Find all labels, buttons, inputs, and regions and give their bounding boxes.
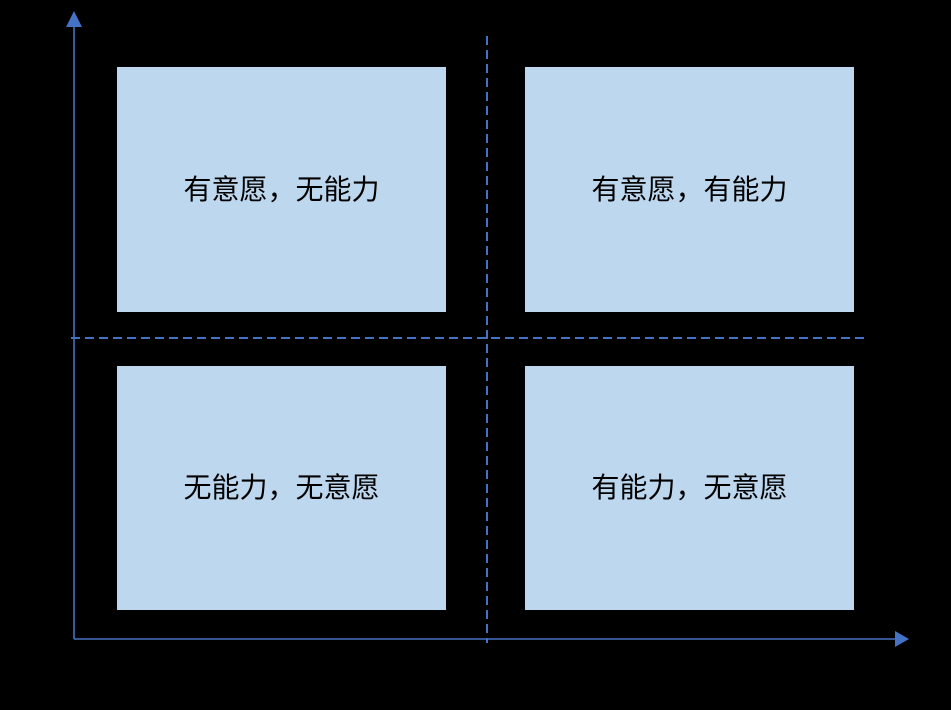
quadrant-box-top-left: 有意愿，无能力	[117, 67, 446, 312]
quadrant-box-bottom-left: 无能力，无意愿	[117, 366, 446, 610]
quadrant-label-bottom-left: 无能力，无意愿	[183, 472, 380, 503]
quadrant-box-bottom-right: 有能力，无意愿	[525, 366, 854, 610]
quadrant-label-top-right: 有意愿，有能力	[591, 173, 788, 205]
quadrant-label-top-left: 有意愿，无能力	[183, 173, 380, 205]
quadrant-box-top-right: 有意愿，有能力	[525, 67, 854, 312]
quadrant-label-bottom-right: 有能力，无意愿	[591, 472, 788, 503]
x-axis-arrowhead-icon	[895, 631, 909, 647]
y-axis-arrowhead-icon	[66, 11, 82, 27]
